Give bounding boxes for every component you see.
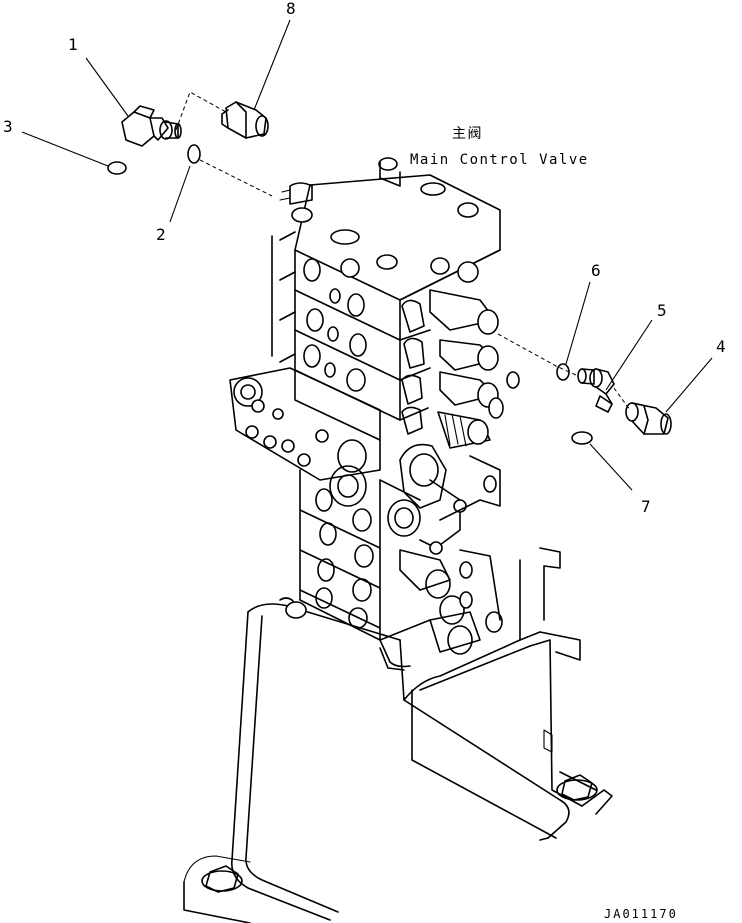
part-4-pressure-sensor [625, 402, 672, 435]
callout-4: 4 [716, 337, 726, 356]
callout-8: 8 [286, 0, 296, 18]
leader-7 [589, 443, 633, 491]
callout-3: 3 [3, 117, 13, 136]
callout-5: 5 [657, 301, 667, 320]
assembly-line-6-5-4 [497, 333, 579, 377]
assembly-line-5-4 [613, 387, 631, 411]
leader-5 [605, 319, 653, 391]
assembly-line-2 [199, 159, 273, 197]
part-6-o-ring [556, 363, 570, 381]
title-english: Main Control Valve [410, 152, 589, 168]
lower-valve-section [229, 367, 503, 671]
part-3-o-ring [107, 161, 127, 175]
leader-8 [253, 19, 291, 111]
main-control-valve-body [271, 157, 501, 441]
part-7-o-ring [571, 431, 593, 445]
leader-1 [85, 57, 129, 117]
callout-2: 2 [156, 225, 166, 244]
assembly-line-1-8 [175, 91, 227, 131]
leader-3 [21, 131, 109, 167]
part-5-switch-fitting [577, 368, 615, 413]
drawing-code: JA011170 [604, 907, 678, 921]
callout-7: 7 [641, 497, 651, 516]
part-8-pressure-sensor [221, 101, 269, 139]
title-chinese: 主阀 [452, 126, 483, 142]
leader-6 [565, 281, 591, 365]
callout-1: 1 [68, 35, 78, 54]
leader-4 [665, 357, 713, 413]
spool-caps [401, 289, 520, 449]
leader-2 [169, 165, 191, 223]
callout-6: 6 [591, 261, 601, 280]
part-1-pressure-switch [121, 105, 182, 147]
part-2-o-ring [187, 144, 201, 164]
mounting-bracket [183, 547, 613, 923]
